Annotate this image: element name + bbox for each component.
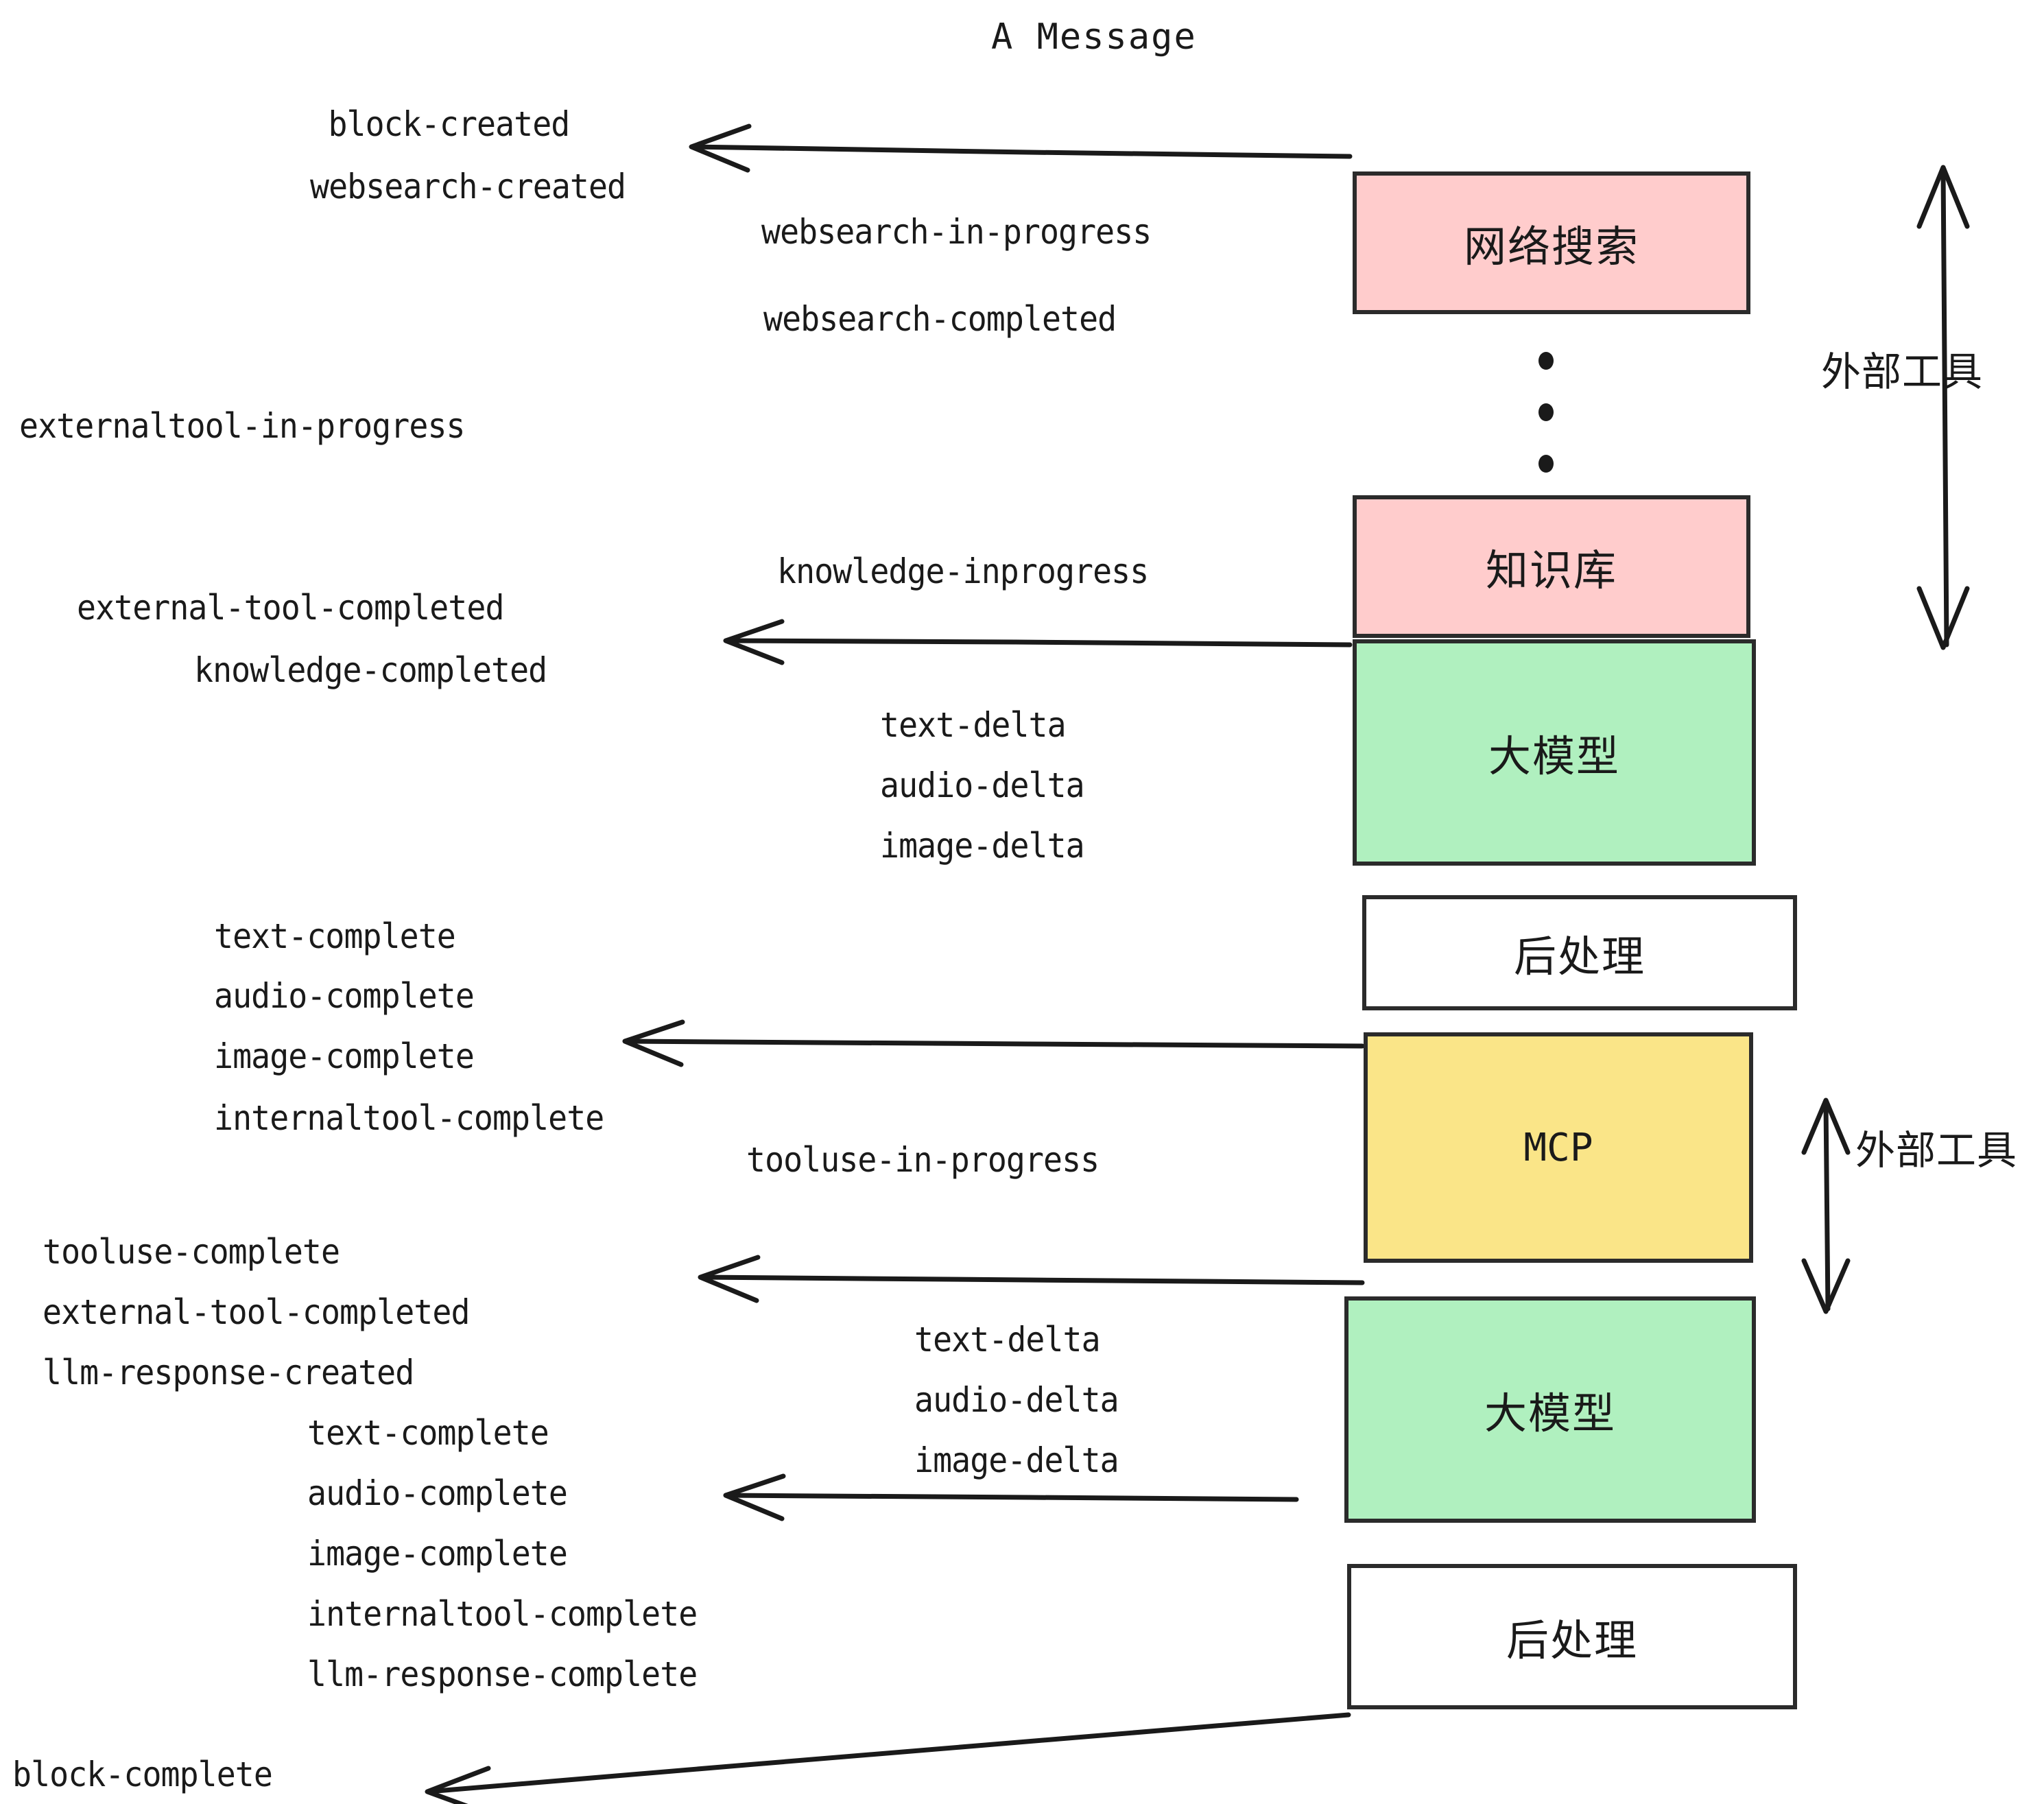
page-title: A Message [991,16,1197,58]
event-internaltool-complete-2: internaltool-complete [307,1594,698,1634]
arrow-websearch-to-block-created [689,123,1353,173]
ellipsis-dot-2 [1538,403,1554,421]
event-image-delta-2: image-delta [914,1440,1119,1480]
event-externaltool-in-progress: externaltool-in-progress [19,406,466,446]
event-websearch-completed: websearch-completed [763,299,1117,339]
event-image-complete-2: image-complete [307,1534,568,1574]
box-knowledge[interactable]: 知识库 [1353,495,1750,638]
ellipsis-dot-1 [1538,352,1554,370]
arrow-postprocess-to-image-complete [622,1019,1365,1067]
event-tooluse-complete: tooluse-complete [43,1232,340,1272]
event-llm-response-created: llm-response-created [43,1353,414,1392]
box-postprocess-1[interactable]: 后处理 [1362,895,1797,1010]
event-external-tool-completed-1: external-tool-completed [77,588,504,628]
event-knowledge-inprogress: knowledge-inprogress [777,551,1149,591]
event-text-complete-1: text-complete [214,916,456,956]
event-audio-complete-1: audio-complete [214,976,475,1016]
box-websearch[interactable]: 网络搜索 [1353,171,1750,314]
box-llm-2-label: 大模型 [1484,1388,1616,1438]
arrow-llm2-to-audio-complete [723,1473,1299,1521]
box-mcp[interactable]: MCP [1364,1032,1753,1263]
box-postprocess-1-label: 后处理 [1513,931,1645,982]
box-mcp-label: MCP [1523,1125,1593,1170]
event-knowledge-completed: knowledge-completed [194,650,547,690]
event-internaltool-complete-1: internaltool-complete [214,1098,604,1138]
box-postprocess-2[interactable]: 后处理 [1347,1564,1797,1709]
event-text-delta-1: text-delta [880,705,1067,745]
box-websearch-label: 网络搜索 [1463,222,1639,272]
event-websearch-created: websearch-created [310,167,626,206]
double-arrow-external-tool-bottom [1801,1097,1851,1314]
side-label-external-tool-bottom: 外部工具 [1855,1127,2018,1174]
event-text-delta-2: text-delta [914,1320,1101,1360]
arrow-knowledge-to-knowledge-completed [723,619,1353,665]
box-llm-1-label: 大模型 [1488,731,1620,781]
ellipsis-dot-3 [1538,455,1554,473]
event-llm-response-complete: llm-response-complete [307,1654,698,1694]
event-websearch-in-progress: websearch-in-progress [761,212,1152,252]
event-audio-complete-2: audio-complete [307,1473,568,1513]
event-audio-delta-2: audio-delta [914,1380,1119,1420]
event-image-delta-1: image-delta [880,826,1085,866]
event-tooluse-in-progress: tooluse-in-progress [746,1140,1100,1180]
event-block-created: block-created [328,104,570,144]
box-postprocess-2-label: 后处理 [1506,1615,1638,1665]
side-label-external-tool-top: 外部工具 [1821,348,1984,395]
double-arrow-external-tool-top [1916,165,1970,650]
arrow-mcp-to-tooluse-complete [698,1255,1365,1303]
event-text-complete-2: text-complete [307,1413,549,1453]
event-image-complete-1: image-complete [214,1036,475,1076]
event-audio-delta-1: audio-delta [880,765,1085,805]
arrow-postprocess2-to-block-complete [425,1712,1351,1804]
event-external-tool-completed-2: external-tool-completed [43,1292,470,1332]
event-block-complete: block-complete [12,1755,273,1794]
box-llm-1[interactable]: 大模型 [1353,639,1756,866]
box-llm-2[interactable]: 大模型 [1344,1296,1756,1523]
box-knowledge-label: 知识库 [1485,545,1617,595]
